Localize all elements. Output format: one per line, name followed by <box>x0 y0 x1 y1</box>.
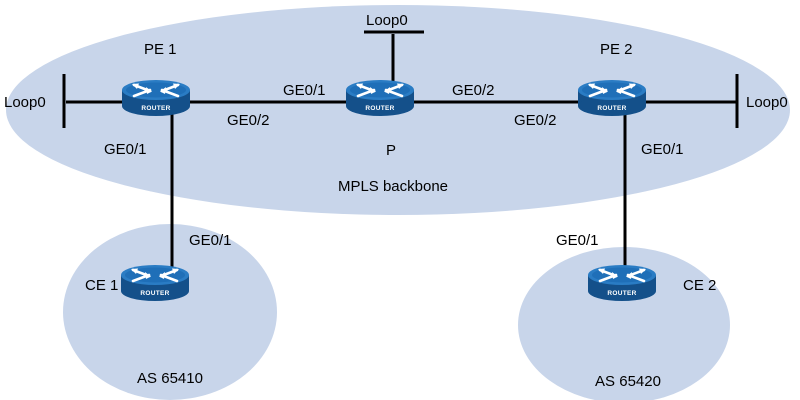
region-label-as-65420: AS 65420 <box>595 373 661 390</box>
router-name-p: P <box>386 142 396 159</box>
interface-label-pe1-ge01: GE0/1 <box>104 141 147 158</box>
interface-label-pe2-ge01: GE0/1 <box>641 141 684 158</box>
router-name-pe1: PE 1 <box>144 41 177 58</box>
router-caption: ROUTER <box>141 105 170 112</box>
interface-label-p-ge01: GE0/1 <box>283 82 326 99</box>
router-ce1[interactable]: ROUTER <box>119 263 191 303</box>
router-name-pe2: PE 2 <box>600 41 633 58</box>
router-pe2[interactable]: ROUTER <box>576 78 648 118</box>
interface-label-pe2-ge02: GE0/2 <box>514 112 557 129</box>
interface-label-p-ge02: GE0/2 <box>452 82 495 99</box>
router-ce2[interactable]: ROUTER <box>586 263 658 303</box>
interface-label-ce2-ge01: GE0/1 <box>556 232 599 249</box>
interface-label-ce1-ge01: GE0/1 <box>189 232 232 249</box>
as-65410-region <box>63 224 277 400</box>
interface-label-p-loop0: Loop0 <box>366 12 408 29</box>
interface-label-pe1-loop0: Loop0 <box>4 94 46 111</box>
router-name-ce1: CE 1 <box>85 277 118 294</box>
router-p[interactable]: ROUTER <box>344 78 416 118</box>
loopback-bars <box>62 30 739 128</box>
router-caption: ROUTER <box>597 105 626 112</box>
router-pe1[interactable]: ROUTER <box>120 78 192 118</box>
interface-label-pe2-loop0: Loop0 <box>746 94 788 111</box>
as-65420-region <box>518 247 730 400</box>
router-caption: ROUTER <box>140 290 169 297</box>
region-label-backbone: MPLS backbone <box>338 178 448 195</box>
interface-label-pe1-ge02: GE0/2 <box>227 112 270 129</box>
router-caption: ROUTER <box>607 290 636 297</box>
router-name-ce2: CE 2 <box>683 277 716 294</box>
router-caption: ROUTER <box>365 105 394 112</box>
region-label-as-65410: AS 65410 <box>137 370 203 387</box>
